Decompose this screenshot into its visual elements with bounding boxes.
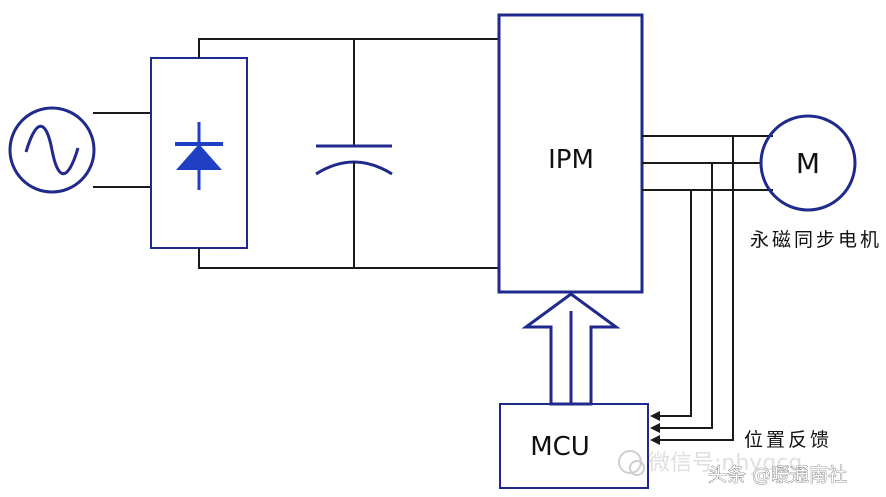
ac-sine-icon [24, 124, 80, 176]
motor-circle [759, 114, 857, 212]
mcu-block: MCU [499, 403, 649, 489]
feedback-arrowhead-3 [650, 411, 660, 421]
ipm-box [497, 13, 644, 294]
feedback-arrowhead-2 [650, 423, 660, 433]
feedback-wire-2 [654, 163, 713, 429]
position-feedback-lines [650, 136, 734, 445]
ipm-label: IPM [548, 145, 594, 175]
diode-icon [175, 122, 223, 190]
dc-bus-bottom [198, 248, 499, 269]
rectifier [150, 57, 248, 249]
motor-label: M [796, 147, 820, 180]
feedback-label: 位置反馈 [744, 429, 832, 451]
dc-bus-top [198, 38, 499, 58]
feedback-wire-3 [654, 190, 692, 417]
ipm-block: IPM [497, 13, 644, 294]
feedback-arrowhead-1 [650, 435, 660, 445]
capacitor [315, 39, 393, 268]
motor-caption: 永磁同步电机 [750, 229, 882, 251]
motor: M 永磁同步电机 [750, 114, 882, 251]
ac-source [8, 106, 96, 194]
watermark: 微信号:nhyqcg 头条 @暖通南社 [618, 450, 847, 486]
ac-source-circle [8, 106, 96, 194]
control-arrow-shape [521, 292, 621, 406]
control-arrow-icon [521, 292, 621, 406]
wechat-logo-inner [629, 460, 645, 476]
feedback-wire-1 [654, 136, 734, 441]
mcu-label: MCU [530, 432, 590, 462]
watermark-faded-text: 微信号:nhyqcg [648, 451, 802, 476]
mcu-box [499, 403, 649, 489]
watermark-attribution: 头条 @暖通南社 [708, 464, 847, 486]
